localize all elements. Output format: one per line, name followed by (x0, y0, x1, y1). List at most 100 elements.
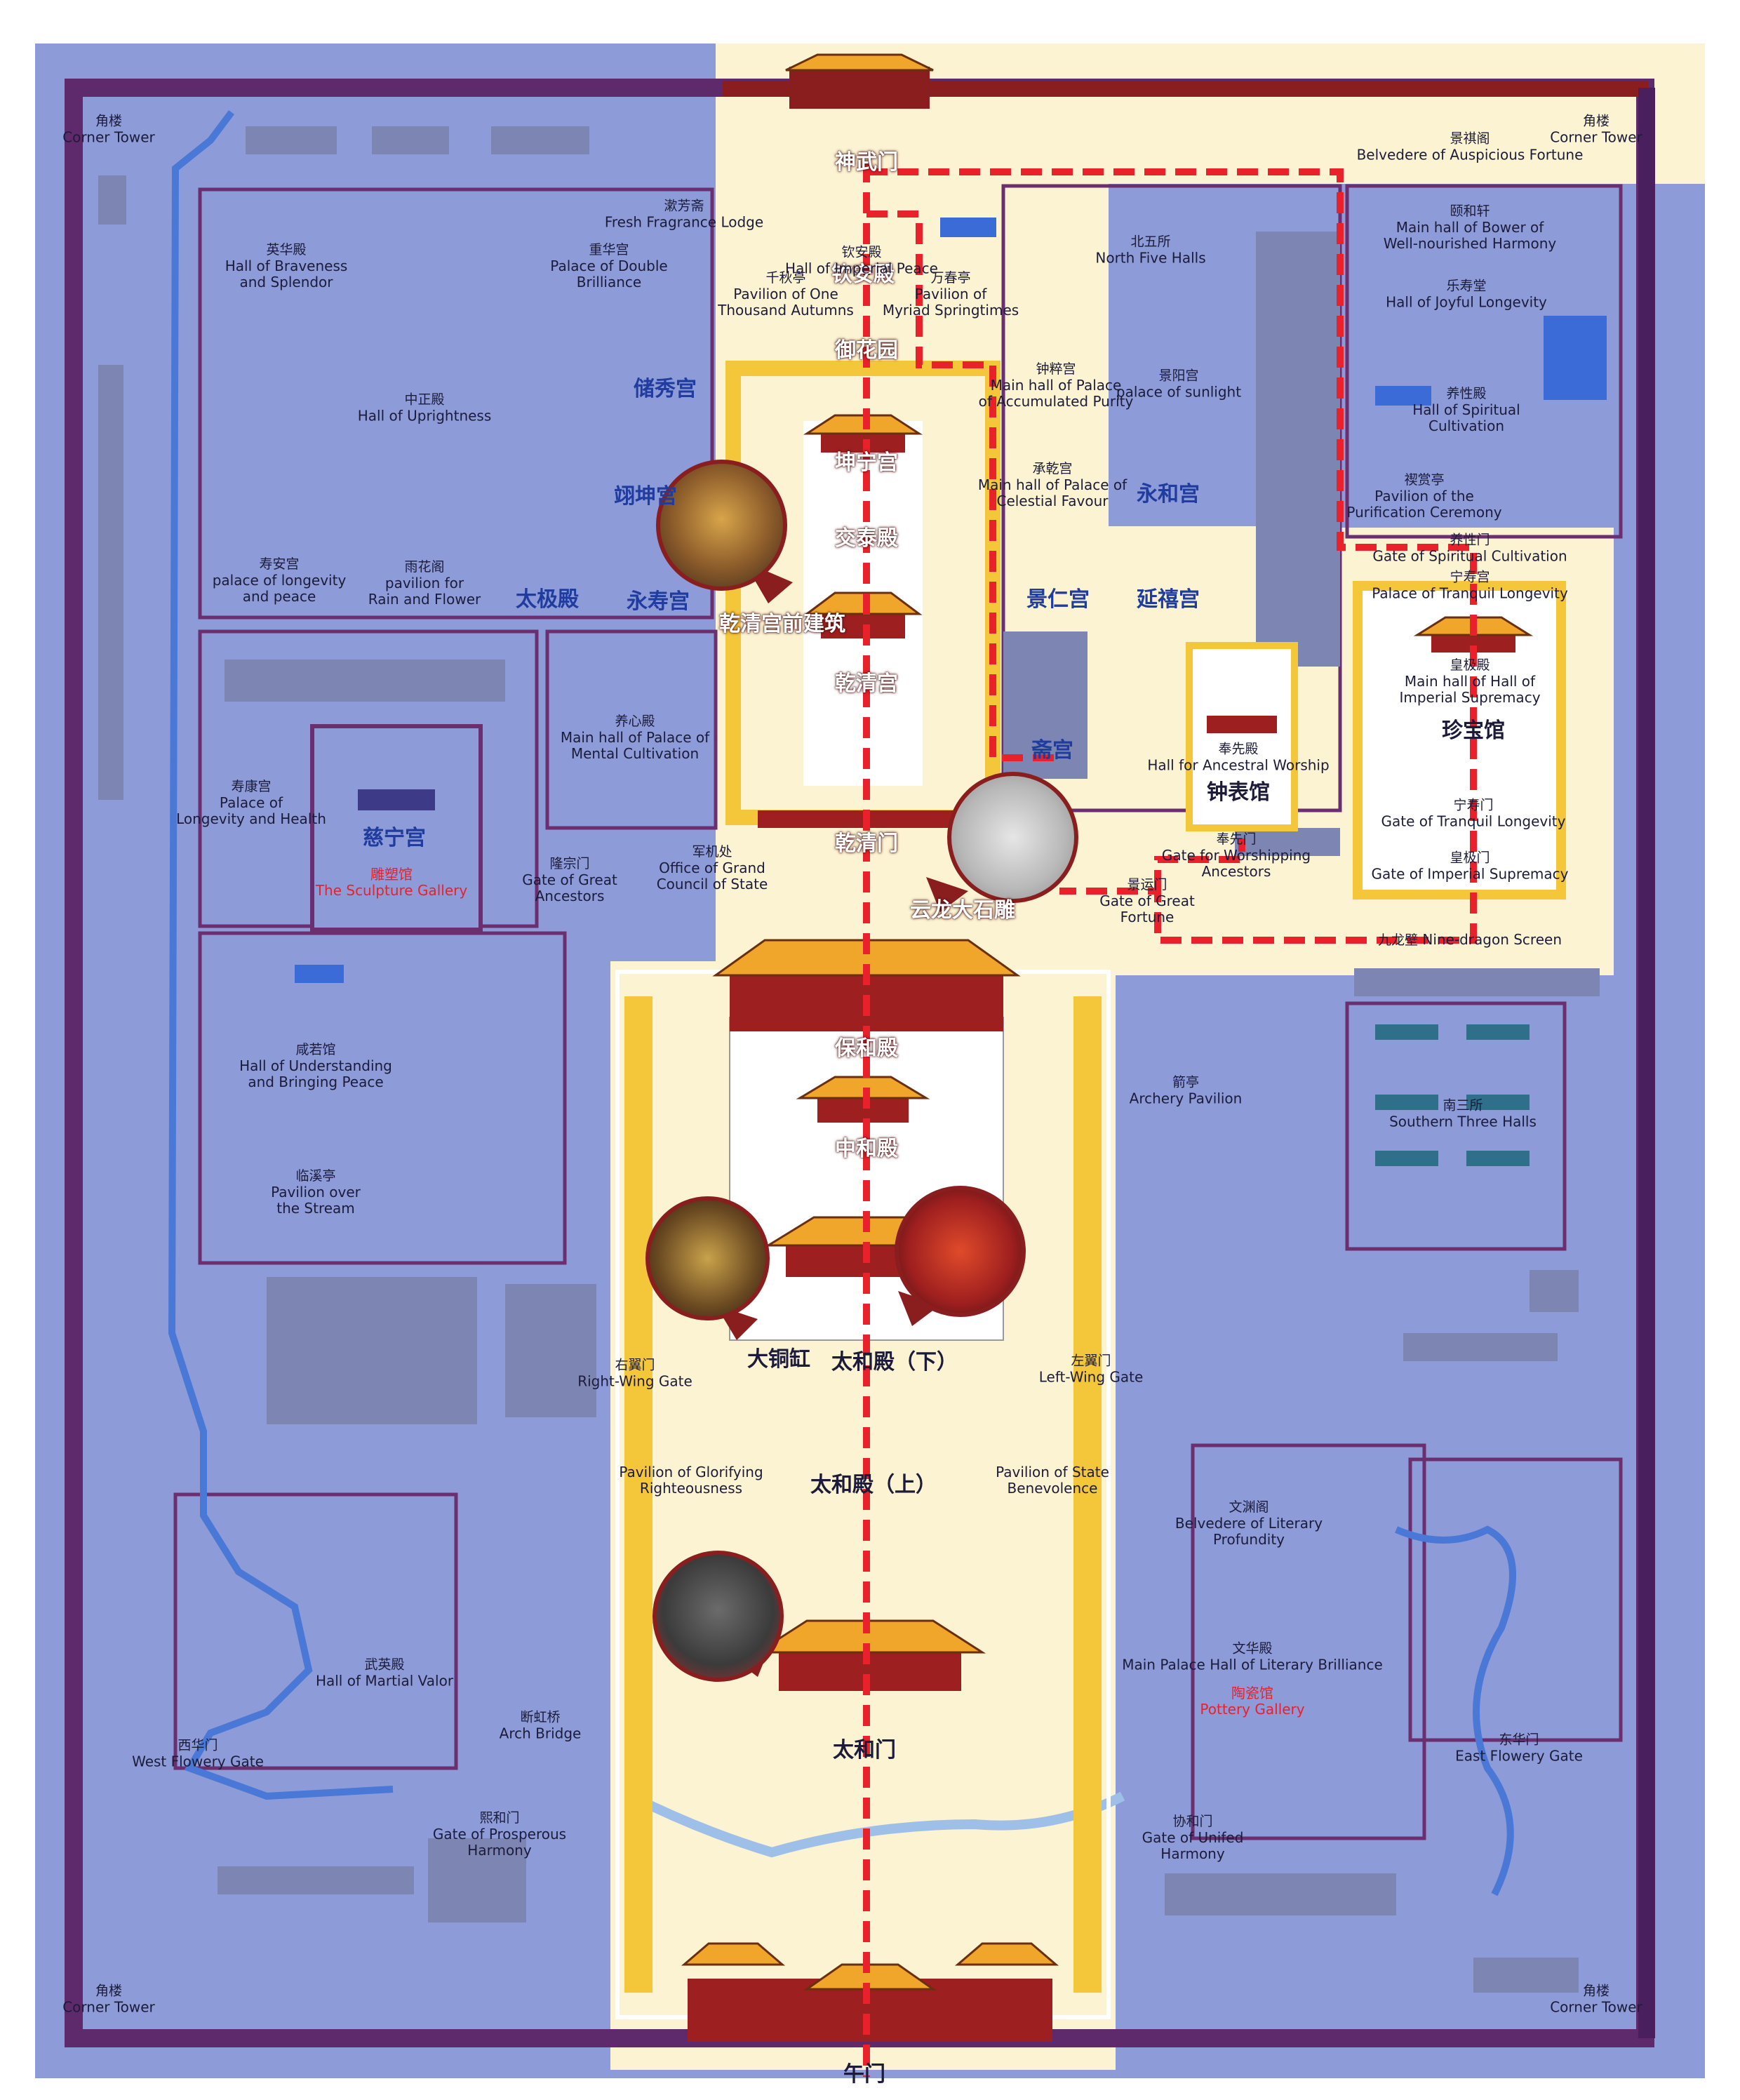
place-jiulongbi[interactable]: 九龙壁 Nine-dragon Screen (1378, 931, 1562, 949)
label-taijidian[interactable]: 太极殿 (516, 587, 579, 612)
label-wumen[interactable]: 午门 (843, 2061, 885, 2087)
label-jingrengong[interactable]: 景仁宫 (1026, 587, 1090, 612)
label-yuhuayuan[interactable]: 御花园 (835, 337, 898, 363)
label-cininggong[interactable]: 慈宁宫 (363, 825, 426, 850)
label-zhenbaoguan[interactable]: 珍宝馆 (1442, 718, 1505, 743)
blue-roof (940, 218, 996, 237)
baohedian-roof (712, 939, 1021, 977)
building-block (1403, 1333, 1558, 1361)
label-yunlong[interactable]: 云龙大石雕 (910, 897, 1015, 923)
label-taihedian-bottom[interactable]: 太和殿（下） (831, 1349, 958, 1375)
label-qianqinggong[interactable]: 乾清宫 (835, 671, 898, 696)
label-shenwumen[interactable]: 神武门 (835, 149, 898, 175)
label-taihemen[interactable]: 太和门 (833, 1737, 896, 1763)
label-zhaigong[interactable]: 斋宫 (1031, 737, 1073, 763)
building-block (267, 1277, 477, 1424)
cininggong-enclosure (310, 724, 483, 932)
outer-court-east-wing (1073, 996, 1102, 1993)
photo-bubble[interactable] (652, 1551, 784, 1682)
building-block (505, 1284, 596, 1417)
east-block-5 (1408, 1457, 1623, 1742)
label-chuxiugong[interactable]: 储秀宫 (634, 376, 697, 401)
photo-bubble[interactable] (895, 1186, 1026, 1317)
south-hall-roof (1466, 1024, 1530, 1040)
building-block (1256, 232, 1340, 667)
photo-bubble[interactable] (656, 460, 787, 591)
label-qianqingmen[interactable]: 乾清门 (835, 831, 898, 856)
label-jiaotaidian[interactable]: 交泰殿 (835, 526, 898, 551)
photo-bubble[interactable] (947, 772, 1078, 903)
label-qianqinggong-front[interactable]: 乾清宫前建筑 (719, 611, 845, 636)
building-block (225, 660, 505, 702)
label-yikungong[interactable]: 翊坤宫 (614, 483, 677, 509)
east-block-3 (1345, 1001, 1567, 1251)
label-yongshougong[interactable]: 永寿宫 (627, 589, 690, 614)
building-block (1473, 1958, 1579, 1993)
label-baohedian[interactable]: 保和殿 (835, 1036, 898, 1061)
label-datonggang[interactable]: 大铜缸 (747, 1346, 810, 1372)
label-zhonghedian[interactable]: 中和殿 (835, 1136, 898, 1161)
label-yonghegong[interactable]: 永和宫 (1137, 481, 1200, 507)
label-kunninggong[interactable]: 坤宁宫 (835, 450, 898, 475)
photo-bubble[interactable] (645, 1196, 770, 1320)
label-yanxigong[interactable]: 延禧宫 (1137, 587, 1200, 612)
label-taihedian-top[interactable]: 太和殿（上） (810, 1472, 937, 1497)
label-qinandian[interactable]: 钦安殿 (831, 262, 895, 287)
east-block-4 (1191, 1443, 1426, 1840)
west-block-4 (545, 629, 718, 830)
label-zhongbiaoguan[interactable]: 钟表馆 (1207, 780, 1270, 805)
